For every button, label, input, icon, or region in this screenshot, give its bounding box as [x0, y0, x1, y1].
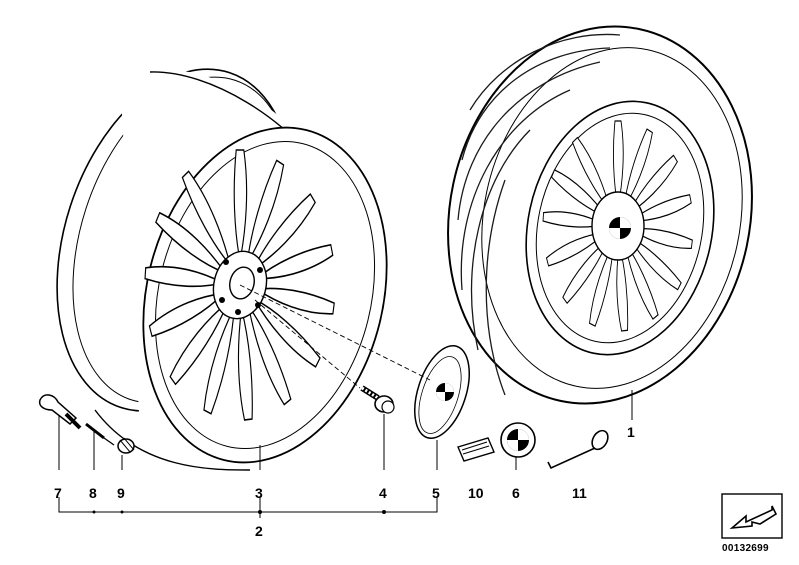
callout-10: 10: [468, 485, 484, 501]
direction-arrow-icon: [721, 493, 783, 539]
callout-3: 3: [255, 485, 263, 501]
callout-8: 8: [89, 485, 97, 501]
callout-7: 7: [54, 485, 62, 501]
callout-5: 5: [432, 485, 440, 501]
tire-assembly: [447, 25, 753, 405]
wheel-bolt: [360, 385, 395, 414]
valve-core: [85, 422, 115, 446]
hub-cap: [414, 345, 470, 439]
callout-4: 4: [379, 485, 387, 501]
leader-lines: [58, 390, 633, 518]
extraction-tool: [547, 429, 609, 470]
callout-11: 11: [572, 485, 587, 501]
badge-plate: [457, 437, 495, 462]
hub-emblem-icon: [609, 217, 631, 239]
callout-6: 6: [512, 485, 520, 501]
callout-2: 2: [255, 523, 263, 539]
valve-stem: [38, 394, 82, 430]
rim-left: [56, 68, 388, 471]
callout-1: 1: [627, 424, 635, 440]
emblem: [500, 422, 536, 458]
valve-cap: [117, 437, 135, 454]
bracket-nodes: [92, 510, 386, 514]
document-number: 00132699: [722, 543, 769, 554]
assembly-lines: [239, 284, 431, 389]
callout-9: 9: [117, 485, 125, 501]
hub-cap-emblem-icon: [436, 383, 454, 401]
